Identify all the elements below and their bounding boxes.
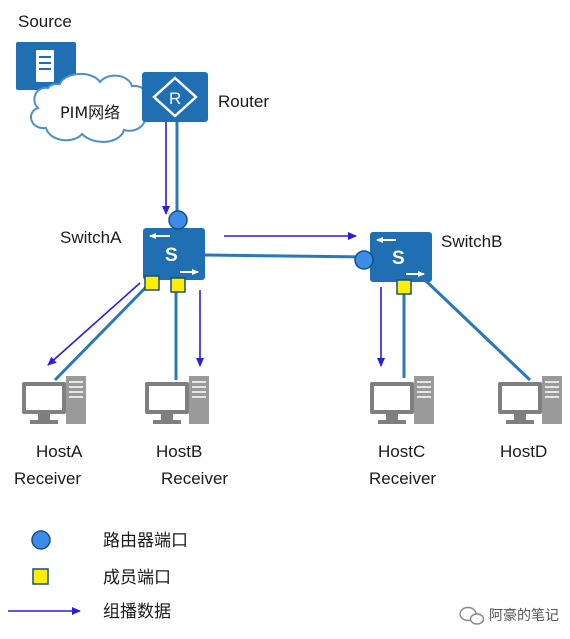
link-switcha-hosta — [53, 281, 152, 382]
switch-b-node: S SwitchB — [354, 232, 502, 295]
pc-icon — [497, 375, 563, 425]
source-node: Source — [16, 12, 76, 90]
legend-member-port-label: 成员端口 — [103, 568, 171, 588]
router-port-marker — [168, 210, 188, 230]
legend-router-port-label: 路由器端口 — [103, 531, 188, 551]
host-b-node: HostB Receiver — [144, 375, 228, 488]
multicast-arrows — [47, 122, 385, 367]
member-port-marker — [144, 275, 160, 291]
switch-a-glyph: S — [165, 245, 178, 266]
router-port-marker — [354, 250, 374, 270]
host-b-role: Receiver — [161, 469, 228, 488]
switch-a-label: SwitchA — [60, 228, 122, 247]
arrow-switcha-to-hosta — [47, 282, 141, 366]
legend: 路由器端口 成员端口 组播数据 — [8, 530, 188, 622]
switch-b-glyph: S — [392, 248, 405, 269]
host-b-name: HostB — [156, 442, 202, 461]
member-port-marker — [170, 277, 186, 293]
router-label: Router — [218, 92, 269, 111]
host-d-name: HostD — [500, 442, 547, 461]
host-c-node: HostC Receiver — [369, 375, 436, 488]
cloud-icon: PIM网络 — [30, 73, 150, 143]
watermark-text: 阿豪的笔记 — [489, 608, 559, 624]
watermark: 阿豪的笔记 — [459, 606, 559, 625]
switch-icon: S — [143, 228, 205, 280]
host-a-role: Receiver — [14, 469, 81, 488]
host-c-role: Receiver — [369, 469, 436, 488]
host-a-name: HostA — [36, 442, 83, 461]
switch-a-node: SwitchA S — [60, 210, 205, 293]
source-label: Source — [18, 12, 72, 31]
switch-icon: S — [370, 232, 432, 282]
wechat-icon — [459, 606, 485, 625]
legend-multicast-label: 组播数据 — [103, 602, 171, 622]
pc-icon — [21, 375, 87, 425]
host-c-name: HostC — [378, 442, 425, 461]
link-switchb-hostd — [423, 278, 532, 382]
host-d-node: HostD — [497, 375, 563, 461]
router-glyph: R — [169, 89, 181, 108]
host-a-node: HostA Receiver — [14, 375, 87, 488]
pc-icon — [369, 375, 435, 425]
legend-member-port-swatch — [32, 568, 49, 585]
router-node: R Router — [142, 72, 269, 122]
pim-network-label: PIM网络 — [60, 103, 120, 122]
pc-icon — [144, 375, 210, 425]
link-switcha-switchb — [204, 253, 371, 259]
router-icon: R — [142, 72, 208, 122]
legend-router-port-swatch — [31, 530, 51, 550]
links — [53, 122, 532, 382]
member-port-marker — [396, 279, 412, 295]
server-icon — [16, 42, 76, 90]
switch-b-label: SwitchB — [441, 232, 502, 251]
